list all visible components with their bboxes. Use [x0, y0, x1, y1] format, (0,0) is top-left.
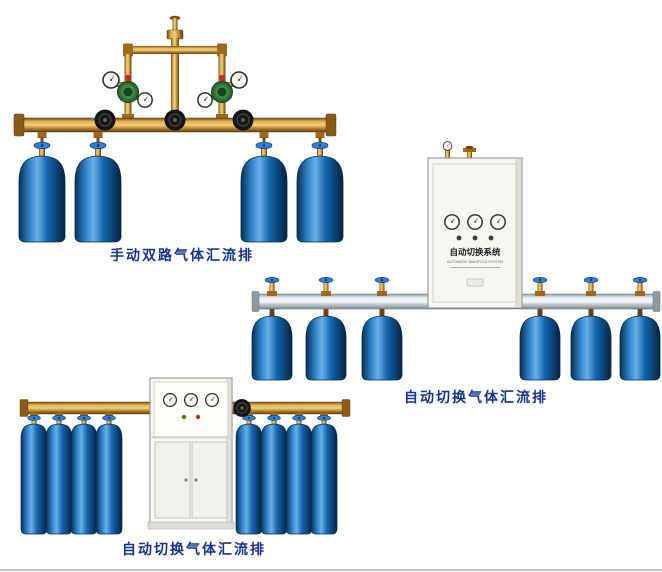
bottom-divider [0, 569, 662, 571]
cabinet-subtitle: AUTOMATIC MANIFOLD SYSTEM [447, 260, 503, 264]
pressure-gauge [490, 214, 506, 230]
cabinet-top-fittings [442, 141, 476, 159]
indicator-light [488, 235, 494, 241]
cylinder-station [236, 413, 262, 534]
cylinder-station [297, 132, 343, 242]
pressure-gauge [183, 392, 199, 408]
cylinder-station [96, 413, 122, 534]
regulator-body [211, 81, 233, 103]
pressure-gauge [444, 214, 460, 230]
figure2-caption: 自动切换气体汇流排 [404, 389, 548, 405]
cabinet-base [147, 521, 235, 530]
pipe-valve-handwheel [232, 109, 254, 131]
pressure-gauge [137, 92, 153, 108]
cylinder-station [21, 413, 47, 534]
figure-auto-switch-floor [19, 377, 351, 534]
floor-control-cabinet [147, 377, 235, 530]
pipe-valve-handwheel [232, 398, 252, 418]
regulator-cap [218, 74, 226, 82]
pipe-valve-handwheel [164, 109, 186, 131]
pressure-regulator-left [102, 71, 153, 120]
cylinder-station [71, 413, 97, 534]
pressure-gauge [467, 214, 483, 230]
pressure-gauge [197, 92, 213, 108]
cabinet-door-right [191, 441, 228, 519]
pipe-valve-handwheel [94, 109, 116, 131]
figure-manual-dual-manifold [13, 15, 343, 242]
cylinder-station [520, 277, 560, 380]
pressure-gauge [162, 392, 178, 408]
cylinder-station [311, 413, 337, 534]
cylinder-station [261, 413, 287, 534]
center-header-assembly [123, 15, 227, 122]
cabinet-title: 自动切换系统 [449, 247, 501, 257]
indicator-light-red [195, 414, 201, 420]
cylinder-station [571, 277, 611, 380]
regulator-cap [124, 74, 132, 82]
pressure-gauge [230, 71, 248, 89]
cylinder-station [46, 413, 72, 534]
cabinet-nameplate [466, 278, 484, 287]
indicator-light [456, 235, 462, 241]
cylinder-station [19, 132, 65, 242]
control-cabinet: 自动切换系统 AUTOMATIC MANIFOLD SYSTEM [427, 157, 523, 309]
pressure-gauge [204, 392, 220, 408]
figure-auto-switch-wall: 自动切换系统 AUTOMATIC MANIFOLD SYSTEM [251, 141, 661, 380]
figure3-caption: 自动切换气体汇流排 [122, 541, 266, 557]
door-handle [194, 478, 198, 482]
cylinder-station [306, 277, 346, 380]
cylinder-station [286, 413, 312, 534]
cylinder-station [241, 132, 287, 242]
pressure-gauge [102, 71, 120, 89]
pressure-regulator-right [197, 71, 248, 120]
cabinet-door-left [154, 441, 191, 519]
figure1-caption: 手动双路气体汇流排 [110, 247, 254, 263]
cylinder-station [75, 132, 121, 242]
pressure-gauge [442, 141, 453, 151]
cylinder-station [362, 277, 402, 380]
regulator-body [117, 81, 139, 103]
indicator-light [472, 235, 478, 241]
door-handle [184, 478, 188, 482]
indicator-light-green [181, 414, 187, 420]
